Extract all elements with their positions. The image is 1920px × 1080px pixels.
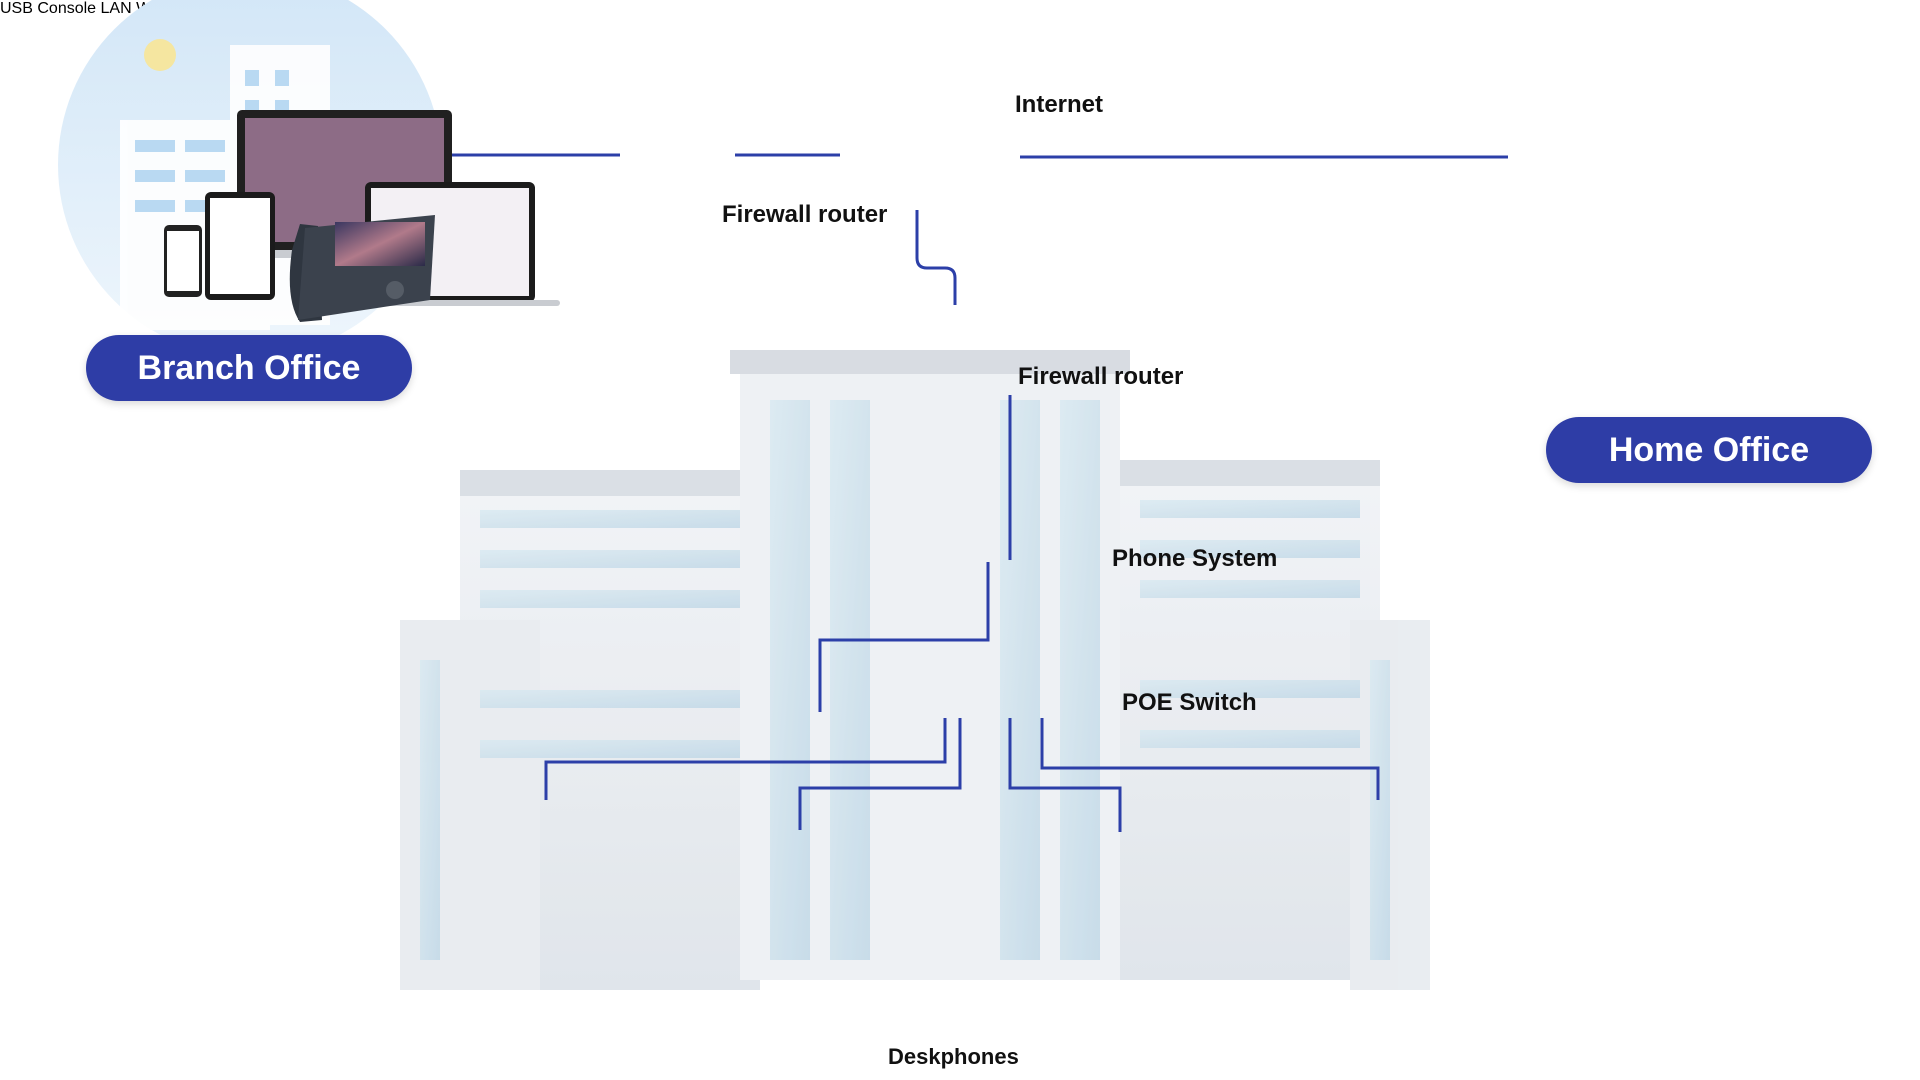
branch-office-scene — [58, 0, 560, 357]
link-switch-to-phone-3 — [1008, 718, 1122, 832]
link-switch-to-phone-4 — [1040, 718, 1380, 800]
firewall-router-main-label: Firewall router — [1018, 363, 1184, 390]
link-cloud-to-firewall-main — [915, 210, 957, 305]
branch-deskphone — [289, 215, 435, 322]
network-links — [445, 153, 1508, 832]
pbx-port-label: Console — [37, 0, 97, 17]
deskphones-label: Deskphones — [888, 1044, 1019, 1069]
home-office-badge: Home Office — [1546, 417, 1872, 483]
pbx-port-label: USB — [0, 0, 33, 17]
link-switch-to-phone-1 — [544, 718, 947, 800]
internet-label: Internet — [1015, 91, 1104, 118]
central-building-backdrop — [400, 350, 1430, 990]
poe-switch-label: POE Switch — [1122, 689, 1257, 716]
branch-mobile — [164, 225, 202, 297]
link-phone-system-to-switch — [818, 562, 990, 712]
pbx-port-label: LAN — [100, 0, 132, 17]
link-switch-to-phone-2 — [798, 718, 962, 830]
firewall-router-top-label: Firewall router — [722, 201, 888, 228]
branch-office-badge: Branch Office — [86, 335, 412, 401]
branch-small-tablet — [205, 192, 275, 300]
phone-system-label: Phone System — [1112, 545, 1278, 572]
